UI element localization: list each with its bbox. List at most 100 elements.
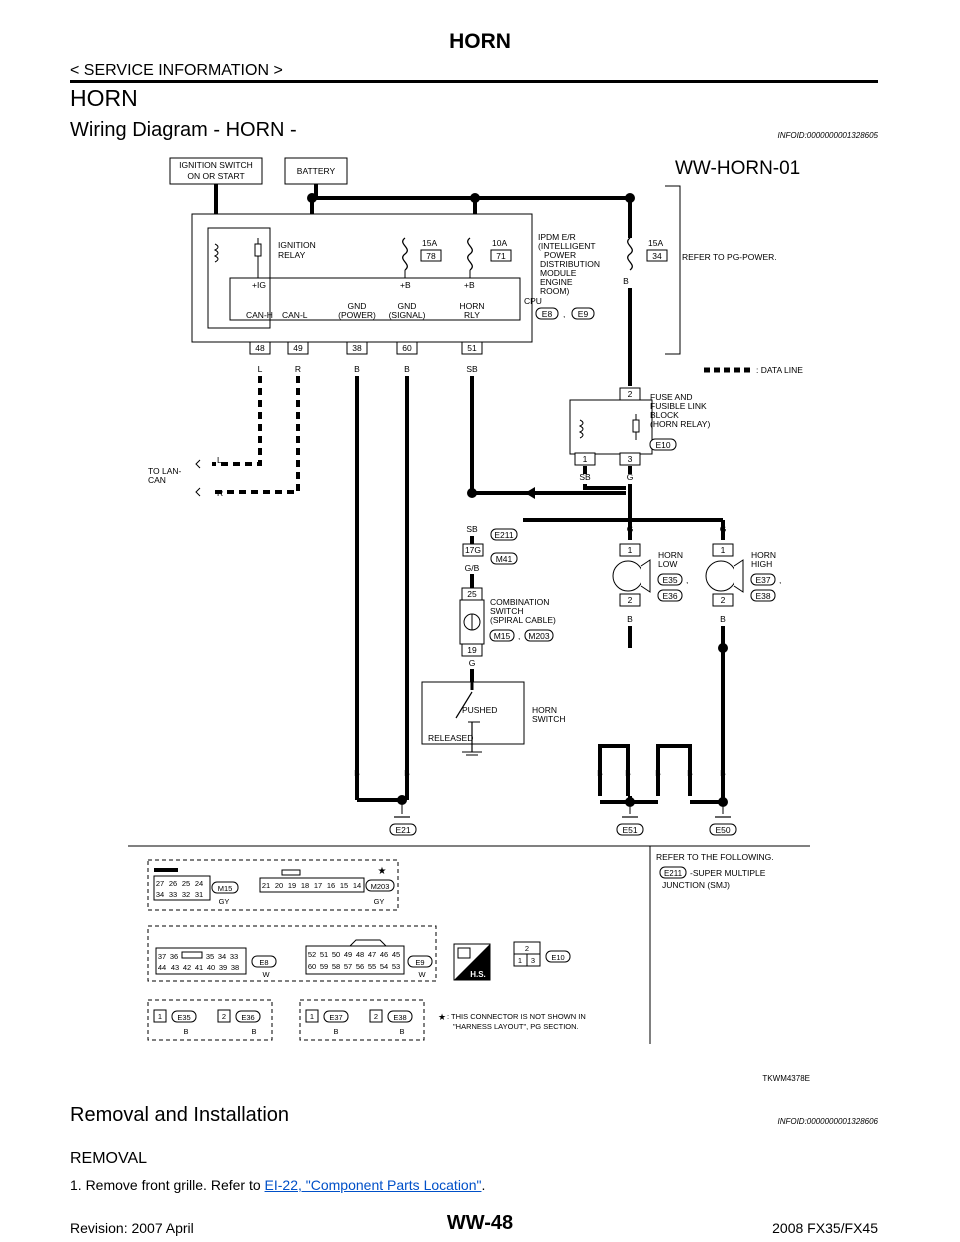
harness-side-icon: H.S.: [453, 943, 491, 981]
ground-e21-tag: E21: [395, 825, 410, 835]
horn-high-label: HORN: [751, 550, 776, 560]
ignition-relay-label2: RELAY: [278, 250, 306, 260]
fuse-block-pin-2: 2: [628, 389, 633, 399]
svg-text:ROOM): ROOM): [540, 286, 569, 296]
connector-e37-tag: E37: [755, 575, 770, 585]
svg-text:43: 43: [171, 963, 179, 972]
svg-text:B: B: [404, 768, 410, 778]
horn-low-symbol: [612, 560, 644, 592]
connector-e8-tag: E8: [542, 309, 553, 319]
page-header-title: HORN: [449, 30, 511, 53]
horn-rly-label: HORN: [459, 301, 484, 311]
lan-wire-r: R: [217, 488, 223, 498]
fuse-block-pin-1: 1: [583, 454, 588, 464]
pin-ig: +IG: [252, 280, 266, 290]
footer-revision: Revision: 2007 April: [70, 1220, 194, 1236]
wiring-info-id: INFOID:0000000001328605: [777, 131, 878, 140]
e36-id: E36: [241, 1013, 254, 1022]
svg-text:H.S.: H.S.: [470, 970, 486, 979]
e36-color: B: [251, 1027, 256, 1036]
ipdm-wire-colors: L R B B SB: [258, 364, 478, 374]
e9-color: W: [418, 970, 426, 979]
e10-pin-top: 2: [525, 944, 529, 953]
ipdm-description: IPDM E/R (INTELLIGENT POWER DISTRIBUTION…: [538, 232, 600, 296]
fuse-71-amp: 10A: [492, 238, 507, 248]
svg-text:33: 33: [169, 890, 177, 899]
svg-text:31: 31: [195, 890, 203, 899]
e38-pin: 2: [374, 1012, 378, 1021]
horn-high-symbol: [705, 560, 737, 592]
svg-text:60: 60: [402, 343, 412, 353]
ground-e51-tag: E51: [622, 825, 637, 835]
svg-text:16: 16: [327, 881, 335, 890]
gnd-signal-label2: (SIGNAL): [389, 310, 426, 320]
svg-text:55: 55: [368, 962, 376, 971]
svg-text:53: 53: [392, 962, 400, 971]
step1-link[interactable]: EI-22, "Component Parts Location": [264, 1177, 482, 1193]
horn-high-wire-in: G: [720, 524, 727, 534]
connector-e9-tag: E9: [578, 309, 589, 319]
svg-text:DISTRIBUTION: DISTRIBUTION: [540, 259, 600, 269]
svg-text:15: 15: [340, 881, 348, 890]
ignition-relay-label: IGNITION: [278, 240, 316, 250]
e37-id: E37: [329, 1013, 342, 1022]
svg-text:54: 54: [380, 962, 388, 971]
svg-text:42: 42: [183, 963, 191, 972]
svg-text:B: B: [354, 768, 360, 778]
horn-high-pin-1: 1: [721, 545, 726, 555]
fuse-34-number: 34: [652, 251, 662, 261]
svg-text:B: B: [354, 364, 360, 374]
e35-color: B: [183, 1027, 188, 1036]
lan-wire-l: L: [217, 455, 222, 465]
svg-text:35: 35: [206, 952, 214, 961]
refer-heading: REFER TO THE FOLLOWING.: [656, 852, 774, 862]
svg-text:57: 57: [344, 962, 352, 971]
horn-switch-released: RELEASED: [428, 733, 473, 743]
comma: ,: [779, 575, 781, 585]
refer-e211-tag: E211: [664, 869, 683, 878]
connector-e38-tag: E38: [755, 591, 770, 601]
svg-text:48: 48: [356, 950, 364, 959]
removal-step-1: 1. Remove front grille. Refer to EI-22, …: [70, 1177, 485, 1193]
e10-pin-bl: 1: [518, 956, 522, 965]
comma: ,: [518, 631, 520, 641]
horn-high-wire-out: B: [720, 614, 726, 624]
removal-subheading: REMOVAL: [70, 1150, 148, 1167]
combo-pin-25: 25: [467, 589, 477, 599]
horn-low-label: HORN: [658, 550, 683, 560]
horn-low-label2: LOW: [658, 559, 677, 569]
e8-color: W: [262, 970, 270, 979]
fuse-block-pin-3: 3: [628, 454, 633, 464]
e35-id: E35: [177, 1013, 190, 1022]
fuse-34-amp: 15A: [648, 238, 663, 248]
svg-text:27: 27: [156, 879, 164, 888]
svg-text:COMBINATION: COMBINATION: [490, 597, 549, 607]
breadcrumb: < SERVICE INFORMATION >: [70, 62, 283, 79]
gnd-signal-label: GND: [398, 301, 417, 311]
gnd-power-label: GND: [348, 301, 367, 311]
m15-pins: 27 26 25 24 34 33 32 31: [156, 879, 203, 899]
horn-high-label2: HIGH: [751, 559, 772, 569]
removal-info-id: INFOID:0000000001328606: [777, 1117, 878, 1126]
svg-text:51: 51: [467, 343, 477, 353]
svg-text:B: B: [404, 364, 410, 374]
svg-text:B: B: [720, 768, 726, 778]
horn-switch-pushed: PUSHED: [462, 705, 497, 715]
svg-text:34: 34: [156, 890, 164, 899]
note-line-1: : THIS CONNECTOR IS NOT SHOWN IN: [447, 1012, 586, 1021]
svg-text:44: 44: [158, 963, 166, 972]
svg-text:51: 51: [320, 950, 328, 959]
svg-text:33: 33: [230, 952, 238, 961]
comma: ,: [686, 575, 688, 585]
lan-can-label2: CAN: [148, 475, 166, 485]
refer-smj-line1: -SUPER MULTIPLE: [690, 868, 766, 878]
svg-text:32: 32: [182, 890, 190, 899]
connector-m203-tag: M203: [528, 631, 550, 641]
svg-text:38: 38: [231, 963, 239, 972]
svg-text:FUSE AND: FUSE AND: [650, 392, 693, 402]
svg-text:41: 41: [195, 963, 203, 972]
svg-text:(HORN RELAY): (HORN RELAY): [650, 419, 710, 429]
horn-switch-label: HORN: [532, 705, 557, 715]
svg-text:36: 36: [170, 952, 178, 961]
svg-text:ENGINE: ENGINE: [540, 277, 573, 287]
